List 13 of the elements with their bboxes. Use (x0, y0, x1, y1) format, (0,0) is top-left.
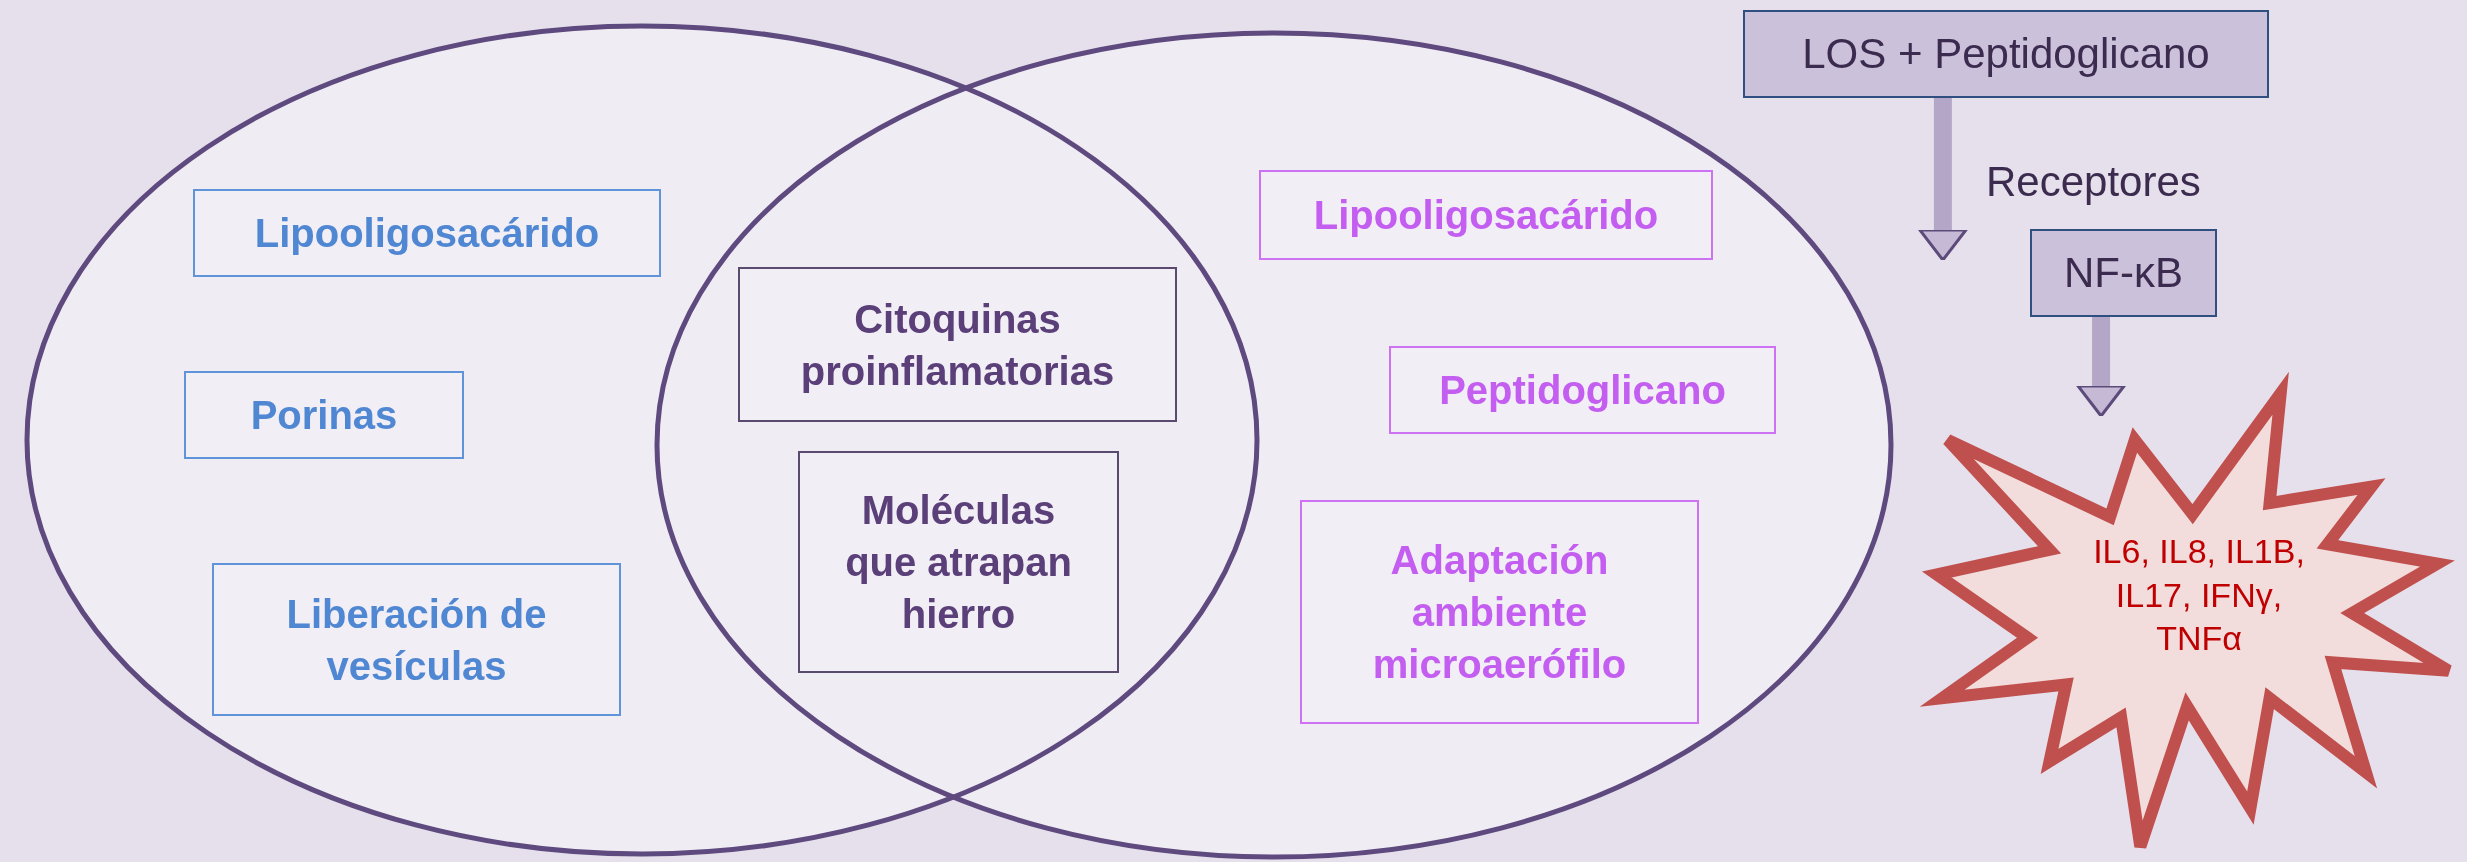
text-box: Moléculas que atrapan hierro (798, 451, 1119, 673)
text-box: NF-κB (2030, 229, 2217, 317)
text-box: Lipooligosacárido (1259, 170, 1713, 260)
text-box: Lipooligosacárido (193, 189, 661, 277)
block-arrow (1918, 98, 1968, 262)
cytokine-list: IL6, IL8, IL1B, IL17, IFNγ, TNFα (2084, 530, 2314, 661)
text-box: Adaptación ambiente microaerófilo (1300, 500, 1699, 724)
text-box: Liberación de vesículas (212, 563, 621, 716)
text-box: Peptidoglicano (1389, 346, 1776, 434)
text-box: Porinas (184, 371, 464, 459)
text-box: Citoquinas proinflamatorias (738, 267, 1177, 422)
text-box: LOS + Peptidoglicano (1743, 10, 2269, 98)
block-arrow (2076, 317, 2126, 418)
